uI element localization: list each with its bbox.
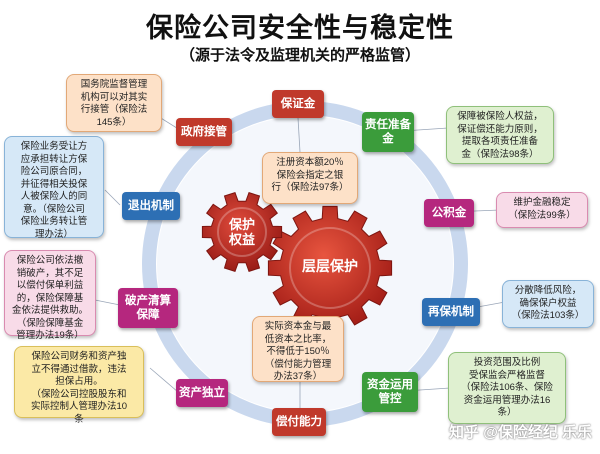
box-public-accumulation: 维护金融稳定 （保险法99条）: [496, 192, 588, 228]
node-reserve-fund: 责任准备 金: [362, 112, 414, 152]
node-asset-independence: 资产独立: [176, 379, 228, 407]
box-bankruptcy: 保险公司依法撤 销破产，其不足 以偿付保单利益 的，保险保障基 金依法提供救助。…: [4, 250, 96, 341]
big-gear: [267, 205, 393, 331]
watermark: 知乎 @保险经纪 乐乐: [449, 424, 592, 441]
node-reinsurance: 再保机制: [422, 298, 480, 326]
gear-hub: [289, 227, 371, 309]
node-exit-mechanism: 退出机制: [122, 192, 180, 220]
box-government-takeover: 国务院监督管理 机构可以对其实 行接管（保险法 145条）: [66, 74, 162, 132]
node-solvency: 偿付能力: [272, 408, 326, 436]
box-reinsurance: 分散降低风险， 确保保户权益 （保险法103条）: [502, 280, 594, 328]
node-public-accumulation: 公积金: [424, 199, 474, 227]
node-government-takeover: 政府接管: [176, 118, 232, 146]
gear-hub: [217, 207, 267, 257]
gear-body: [201, 191, 283, 273]
gear-label-layers: 层层保护: [302, 258, 358, 274]
box-asset-independence: 保险公司财务和资产独 立不得通过借款，违法 担保占用。 （保险公司控股股东和 实…: [14, 346, 144, 425]
page-subtitle: （源于法令及监理机关的严格监管）: [179, 47, 420, 64]
node-bankruptcy: 破产清算 保障: [118, 288, 178, 328]
box-exit-mechanism: 保险业务受让方 应承担转让方保 险公司原合同， 并征得相关投保 人被保险人的同 …: [4, 136, 104, 240]
node-security-deposit: 保证金: [272, 90, 324, 118]
box-fund-control: 投资范围及比例 受保监会严格监督 （保险法106条、保险 资金运用管理办法16 …: [448, 352, 566, 424]
box-reserve-fund: 保障被保险人权益， 保证偿还能力原则， 提取各项责任准备 金（保险法98条）: [446, 106, 554, 164]
small-gear: [201, 191, 283, 273]
gear-body: [267, 205, 393, 331]
box-solvency: 实际资本金与最 低资本之比率， 不得低于150％ （偿付能力管理 办法37条）: [252, 316, 344, 382]
node-fund-control: 资金运用 管控: [362, 372, 418, 412]
page-title: 保险公司安全性与稳定性: [146, 13, 454, 43]
gear-label-protect: 保护 权益: [228, 217, 255, 247]
box-security-deposit: 注册资本额20％ 保险会指定之银 行（保险法97条）: [262, 152, 358, 204]
